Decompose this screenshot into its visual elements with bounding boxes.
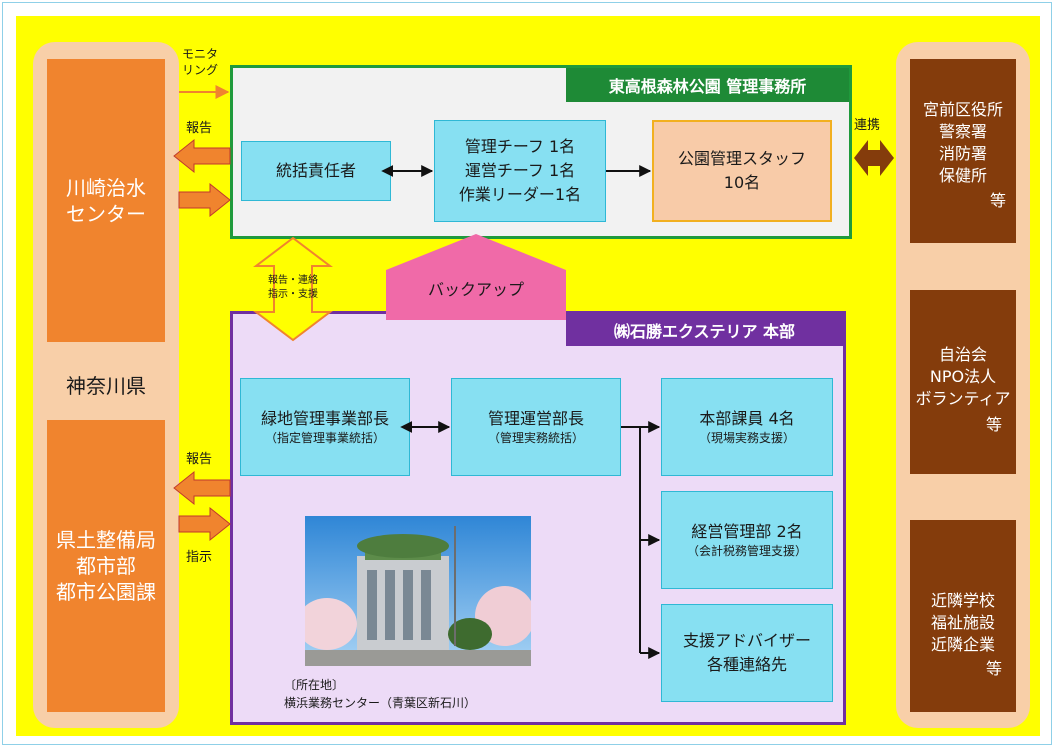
report-label-top: 報告 (186, 121, 213, 136)
kawasaki-flood-control-center: 川崎治水 センター (47, 59, 165, 342)
public-agencies-box: 宮前区役所 警察署 消防署 保健所 等 (910, 59, 1016, 243)
hq-staff-title: 本部課員 4名 (699, 409, 795, 428)
left-arrow-icon (173, 138, 231, 174)
location-text: 横浜業務センター（青葉区新石川） (284, 696, 477, 710)
right-arrow-icon (178, 182, 231, 218)
org-chart-canvas: 川崎治水 センター 神奈川県 県土整備局 都市部 都市公園課 宮前区役所 警察署… (16, 16, 1040, 736)
neighbors-etc: 等 (985, 659, 1002, 678)
business-mgmt-subtitle: （会計税務管理支援） (686, 544, 807, 558)
community-groups-box: 自治会 NPO法人 ボランティア 等 (910, 290, 1016, 474)
advisors-box: 支援アドバイザー 各種連絡先 (661, 604, 833, 702)
location-label: 〔所在地〕 (284, 678, 345, 692)
business-mgmt-title: 経営管理部 2名 (691, 522, 803, 541)
community-groups-etc: 等 (985, 415, 1002, 434)
park-staff-box: 公園管理スタッフ 10名 (652, 120, 832, 222)
neighbors-box: 近隣学校 福祉施設 近隣企業 等 (910, 520, 1016, 712)
urban-parks-division: 県土整備局 都市部 都市公園課 (47, 420, 165, 712)
greenery-manager-subtitle: （指定管理事業統括） (264, 431, 385, 445)
backup-shape (386, 234, 566, 320)
operations-manager-subtitle: （管理実務統括） (487, 431, 584, 445)
business-mgmt-box: 経営管理部 2名 （会計税務管理支援） (661, 491, 833, 589)
building-photo (305, 516, 531, 666)
double-arrow-icon (854, 140, 894, 176)
greenery-manager-title: 緑地管理事業部長 (260, 409, 389, 428)
mutual-support-label: 報告・連絡 指示・支援 (268, 275, 318, 300)
instruction-label: 指示 (186, 550, 213, 565)
hq-title: ㈱石勝エクステリア 本部 (566, 314, 843, 346)
public-agencies-text: 宮前区役所 警察署 消防署 保健所 (922, 100, 1003, 185)
chiefs-box: 管理チーフ 1名 運営チーフ 1名 作業リーダー1名 (434, 120, 606, 222)
operations-manager-title: 管理運営部長 (487, 409, 584, 428)
backup-label: バックアップ (427, 280, 524, 299)
greenery-manager-box: 緑地管理事業部長 （指定管理事業統括） (240, 378, 410, 476)
monitoring-label: モニタ リング (182, 47, 219, 77)
public-agencies-etc: 等 (989, 191, 1006, 210)
report-label-bottom: 報告 (186, 452, 213, 467)
neighbors-text: 近隣学校 福祉施設 近隣企業 (930, 591, 995, 654)
right-arrow-icon (178, 506, 231, 542)
kanagawa-prefecture-label: 神奈川県 (66, 373, 146, 398)
connectors-layer (173, 85, 894, 659)
operations-manager-box: 管理運営部長 （管理実務統括） (451, 378, 621, 476)
park-office-title: 東高根森林公園 管理事務所 (566, 68, 849, 102)
mutual-double-arrow (253, 236, 333, 342)
renkei-label: 連携 (854, 118, 881, 133)
hq-staff-box: 本部課員 4名 （現場実務支援） (661, 378, 833, 476)
hq-staff-subtitle: （現場実務支援） (698, 431, 795, 445)
community-groups-text: 自治会 NPO法人 ボランティア (915, 345, 1011, 408)
left-arrow-icon (173, 470, 231, 506)
